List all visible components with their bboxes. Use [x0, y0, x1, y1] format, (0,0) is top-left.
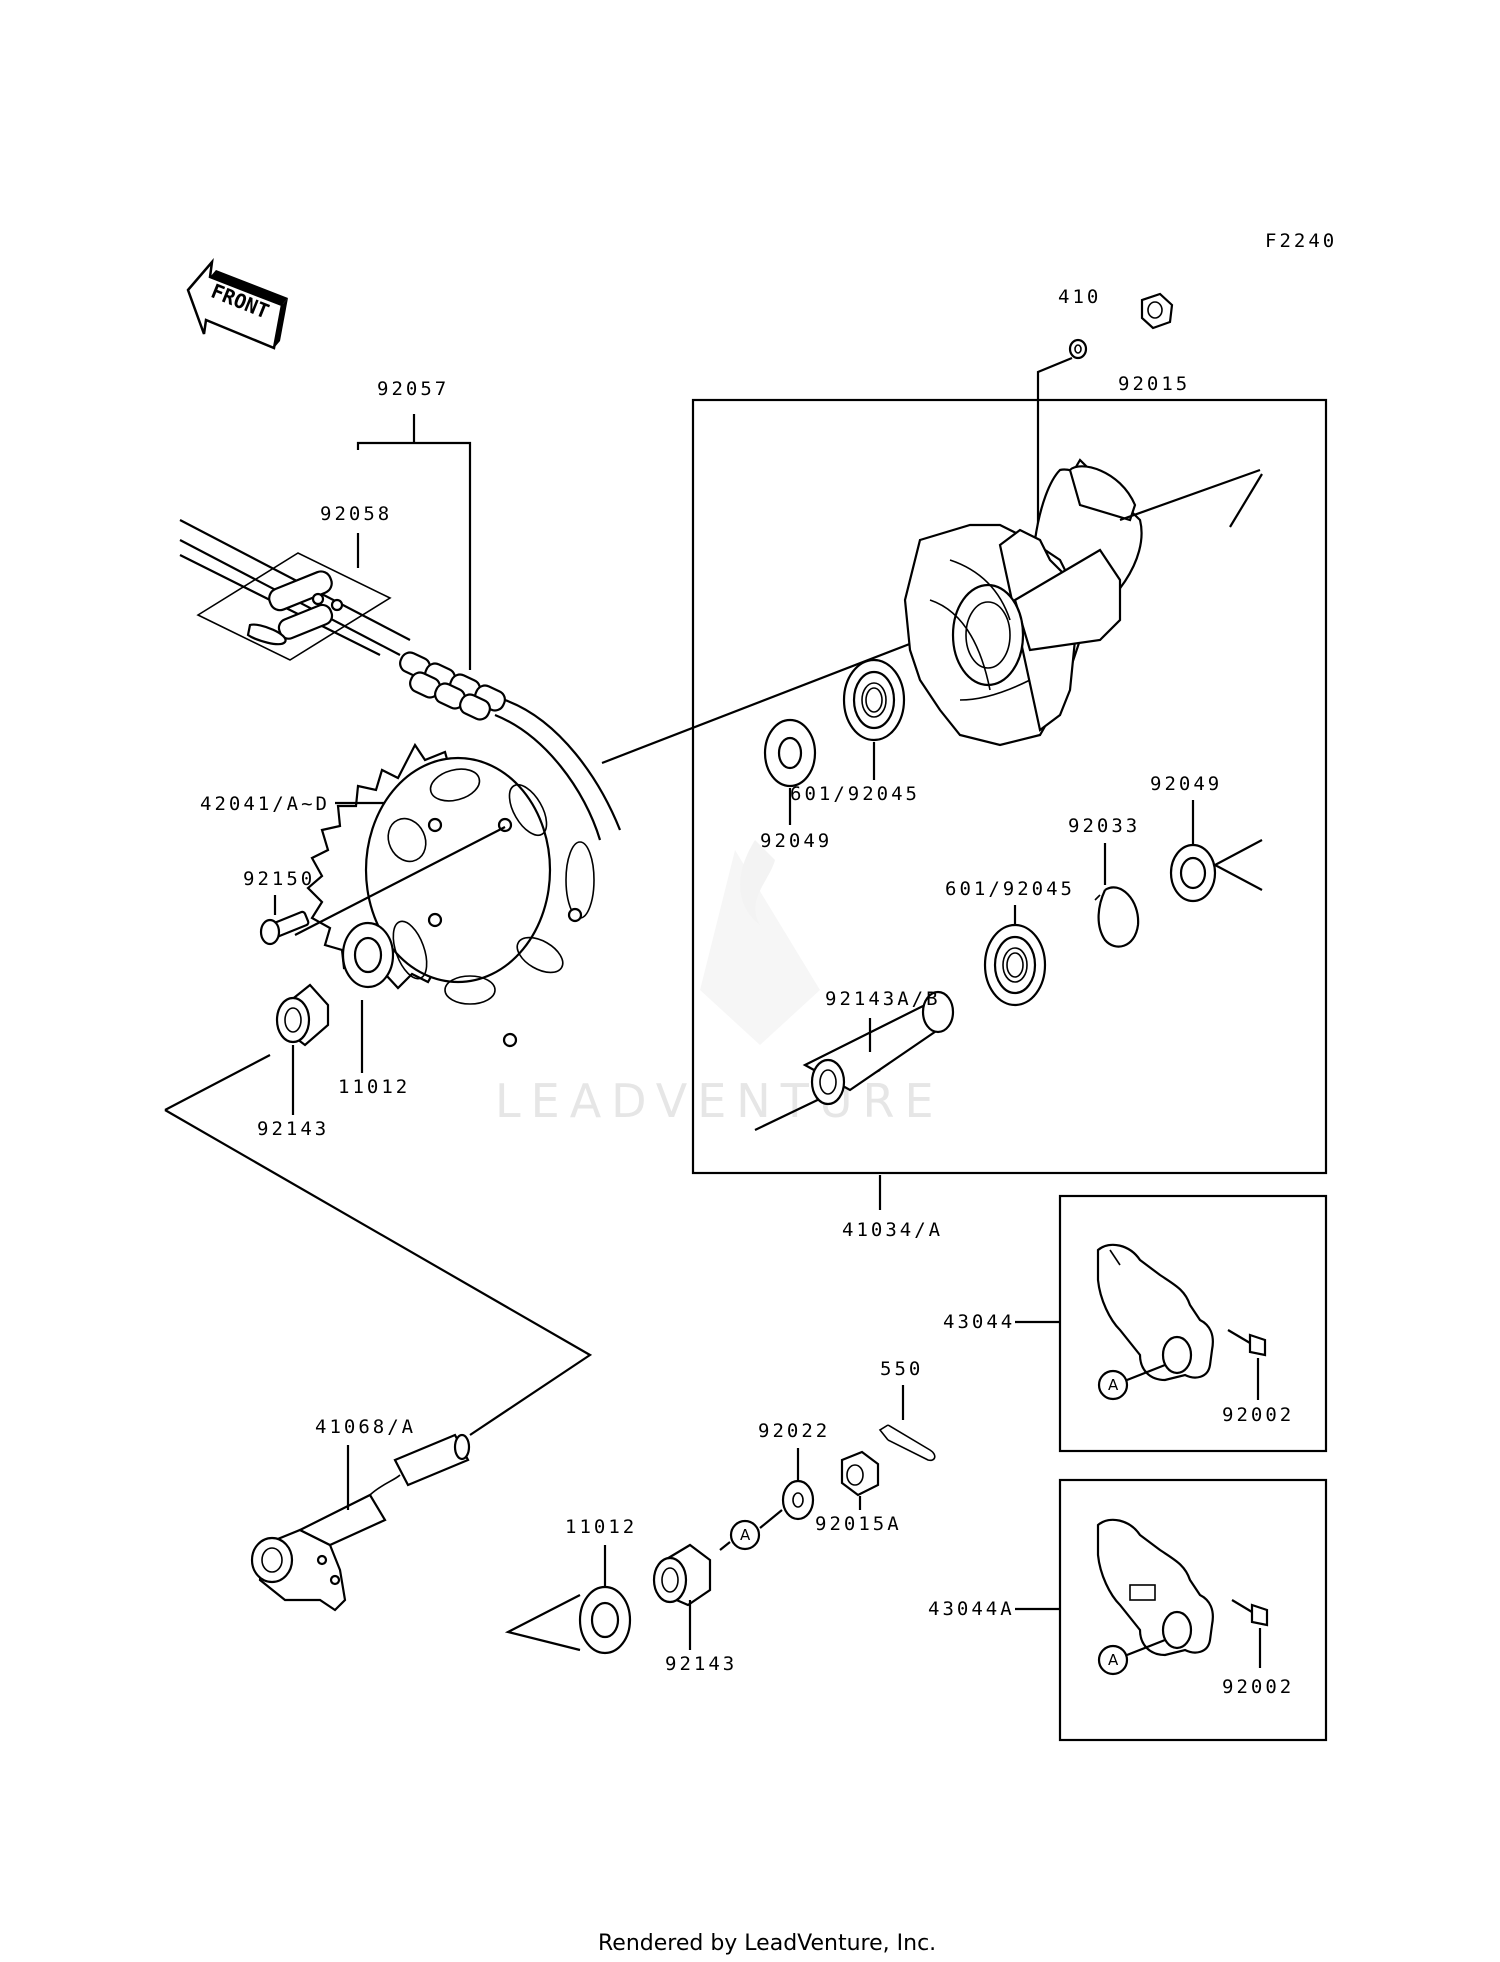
label-11012-bottom: 11012 — [565, 1516, 637, 1538]
label-550: 550 — [880, 1358, 923, 1380]
seal-11012-bottom — [578, 1585, 632, 1655]
callout-a-letter-2: A — [1108, 1651, 1119, 1669]
label-41068: 41068/A — [315, 1416, 416, 1438]
watermark-logo — [700, 840, 820, 1045]
hub-assembly-box — [691, 398, 1328, 1175]
label-92002-b: 92002 — [1222, 1676, 1294, 1698]
label-92150: 92150 — [243, 868, 315, 890]
label-41034: 41034/A — [842, 1219, 943, 1241]
label-601-left: 601/92045 — [790, 783, 920, 805]
footer-credit: Rendered by LeadVenture, Inc. — [598, 1931, 936, 1956]
label-92015: 92015 — [1118, 373, 1190, 395]
label-92015a: 92015A — [815, 1513, 902, 1535]
label-92049-right: 92049 — [1150, 773, 1222, 795]
label-410: 410 — [1058, 286, 1101, 308]
label-43044: 43044 — [943, 1311, 1015, 1333]
washer-410 — [1068, 338, 1088, 360]
rear-sprocket — [306, 742, 595, 1048]
label-92033: 92033 — [1068, 815, 1140, 837]
callout-a-circle — [1097, 1369, 1129, 1401]
seal-92049-right — [1169, 843, 1217, 903]
diagram-code: F2240 — [1265, 230, 1337, 252]
label-92058: 92058 — [320, 503, 392, 525]
bearing-601-right — [983, 923, 1047, 1007]
watermark-text: LEADVENTURE — [495, 1074, 944, 1128]
rear-hub — [601, 458, 1263, 765]
seal-92049-left — [763, 718, 817, 788]
axle-path-line — [164, 1054, 271, 1111]
front-arrow-icon: FRONT — [186, 257, 288, 350]
caliper-bracket-43044 — [1096, 1243, 1214, 1382]
axle-41068 — [250, 1433, 471, 1612]
callout-a-shaft — [729, 1519, 761, 1551]
circlip-92033 — [1094, 886, 1140, 948]
bolt-92002-a — [1227, 1329, 1267, 1357]
label-92143-bottom: 92143 — [665, 1653, 737, 1675]
callout-a-letter: A — [1108, 1376, 1119, 1394]
label-92049-left: 92049 — [760, 830, 832, 852]
bearing-601-left — [842, 658, 906, 742]
label-42041: 42041/A~D — [200, 793, 330, 815]
label-92057: 92057 — [377, 378, 449, 400]
bolt-92150 — [259, 826, 506, 946]
callout-a-shaft-letter: A — [740, 1526, 751, 1544]
collar-92143-bottom — [652, 1543, 712, 1607]
spacer-92143ab — [754, 990, 955, 1131]
callout-a-circle-2 — [1097, 1644, 1129, 1676]
caliper-bracket-box — [1058, 1194, 1328, 1453]
label-92022: 92022 — [758, 1420, 830, 1442]
label-92143ab: 92143A/B — [825, 988, 941, 1010]
label-11012-top: 11012 — [338, 1076, 410, 1098]
collar-92143-top — [275, 983, 330, 1047]
caliper-bracket-43044a — [1096, 1518, 1214, 1657]
nut-92015a — [840, 1450, 880, 1497]
label-43044a: 43044A — [928, 1598, 1015, 1620]
label-92143-top: 92143 — [257, 1118, 329, 1140]
bolt-92002-b — [1231, 1599, 1269, 1627]
washer-92022 — [781, 1479, 815, 1521]
label-601-right: 601/92045 — [945, 878, 1075, 900]
label-92002-a: 92002 — [1222, 1404, 1294, 1426]
seal-11012-top — [341, 921, 395, 989]
chain-joint-frame — [196, 552, 392, 661]
master-link — [246, 570, 344, 646]
nut-92015 — [1140, 292, 1174, 330]
cotter-pin-550 — [878, 1424, 936, 1462]
